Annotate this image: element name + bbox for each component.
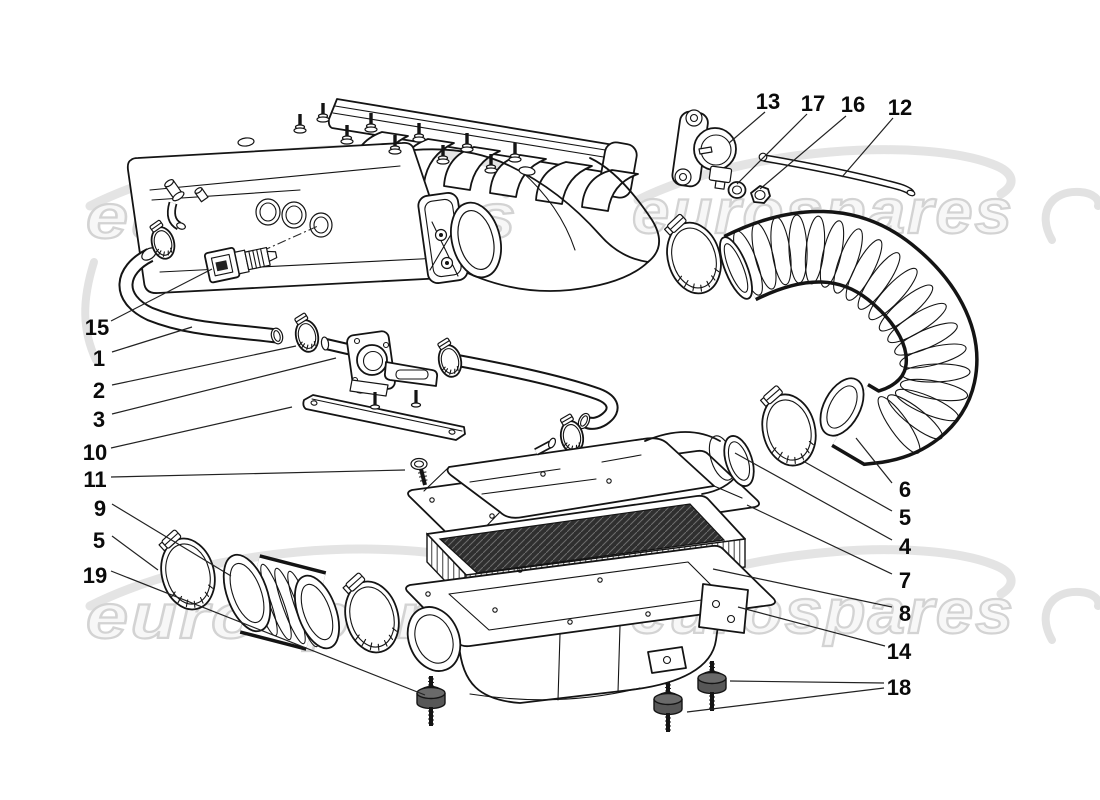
leader-line-8 xyxy=(712,568,893,608)
part-callout-14: 14 xyxy=(887,639,912,664)
control-valve-3 xyxy=(320,330,439,397)
part-callout-3: 3 xyxy=(93,407,105,432)
vacuum-hose-12 xyxy=(758,152,916,197)
rubber-mount-19 xyxy=(415,674,447,728)
vacuum-valve-13 xyxy=(671,109,737,190)
leader-line-16 xyxy=(759,115,847,190)
breather-hose-1 xyxy=(118,247,284,345)
leader-line-3 xyxy=(111,357,337,415)
part-callout-16: 16 xyxy=(841,92,865,117)
part-callout-7: 7 xyxy=(899,568,911,593)
leader-line-13 xyxy=(728,111,766,144)
leader-line-4 xyxy=(734,452,893,541)
part-callout-17: 17 xyxy=(801,91,825,116)
watermark-fragment xyxy=(1041,587,1100,644)
screw-11 xyxy=(410,457,428,486)
leader-line-18 xyxy=(729,680,885,684)
throttle-body xyxy=(417,192,502,284)
leader-line-2 xyxy=(111,345,297,386)
mounting-bracket-10 xyxy=(302,390,466,441)
washer-17 xyxy=(727,181,747,199)
filter-housing-14 xyxy=(405,544,776,704)
leader-line-5 xyxy=(802,460,893,512)
cover-outlet-neck-4 xyxy=(644,431,755,495)
leader-line-11 xyxy=(110,469,406,478)
plug-fitting xyxy=(194,187,209,203)
part-callout-6: 6 xyxy=(899,477,911,502)
part-callout-10: 10 xyxy=(83,440,107,465)
manifold-plenum xyxy=(126,137,455,294)
hose-clamp-2 xyxy=(290,309,322,355)
breather-pipe-4 xyxy=(453,353,619,430)
nut-16 xyxy=(750,185,771,204)
part-callout-8: 8 xyxy=(899,601,911,626)
part-callout-11: 11 xyxy=(83,467,106,492)
watermark-fragment xyxy=(81,258,100,364)
part-callout-18: 18 xyxy=(887,675,911,700)
inlet-sleeve-9 xyxy=(222,553,340,651)
leader-line-14 xyxy=(737,606,886,647)
part-callout-12: 12 xyxy=(888,95,912,120)
leader-line-7 xyxy=(746,504,893,575)
watermark-fragment xyxy=(1041,187,1100,244)
rubber-mount-18a xyxy=(652,680,684,734)
duct-corrugations xyxy=(733,214,971,454)
part-callout-13: 13 xyxy=(756,89,780,114)
hose-fitting xyxy=(164,179,209,230)
leader-line-12 xyxy=(841,117,894,178)
part-callout-4: 4 xyxy=(899,534,912,559)
leader-line-17 xyxy=(736,113,808,185)
leader-line-5 xyxy=(111,535,159,571)
leader-line-1 xyxy=(111,326,193,353)
part-callout-19: 19 xyxy=(83,563,107,588)
temperature-sensor-15 xyxy=(203,225,319,284)
leader-line-19 xyxy=(110,570,426,696)
hose-clamp-5-right xyxy=(751,377,824,473)
part-callout-1: 1 xyxy=(93,346,105,371)
part-callout-5: 5 xyxy=(899,505,911,530)
leader-line-18 xyxy=(686,687,885,713)
leader-line-10 xyxy=(110,406,293,449)
part-callout-15: 15 xyxy=(85,315,109,340)
corrugated-duct-6 xyxy=(719,209,979,467)
leader-line-6 xyxy=(855,437,893,484)
rubber-mount-18b xyxy=(696,659,728,713)
part-callout-9: 9 xyxy=(94,496,106,521)
part-callout-2: 2 xyxy=(93,378,105,403)
hose-clamp-5a xyxy=(433,334,465,380)
leader-line-15 xyxy=(110,268,213,322)
part-callout-5: 5 xyxy=(93,528,105,553)
leader-line-9 xyxy=(111,503,232,577)
